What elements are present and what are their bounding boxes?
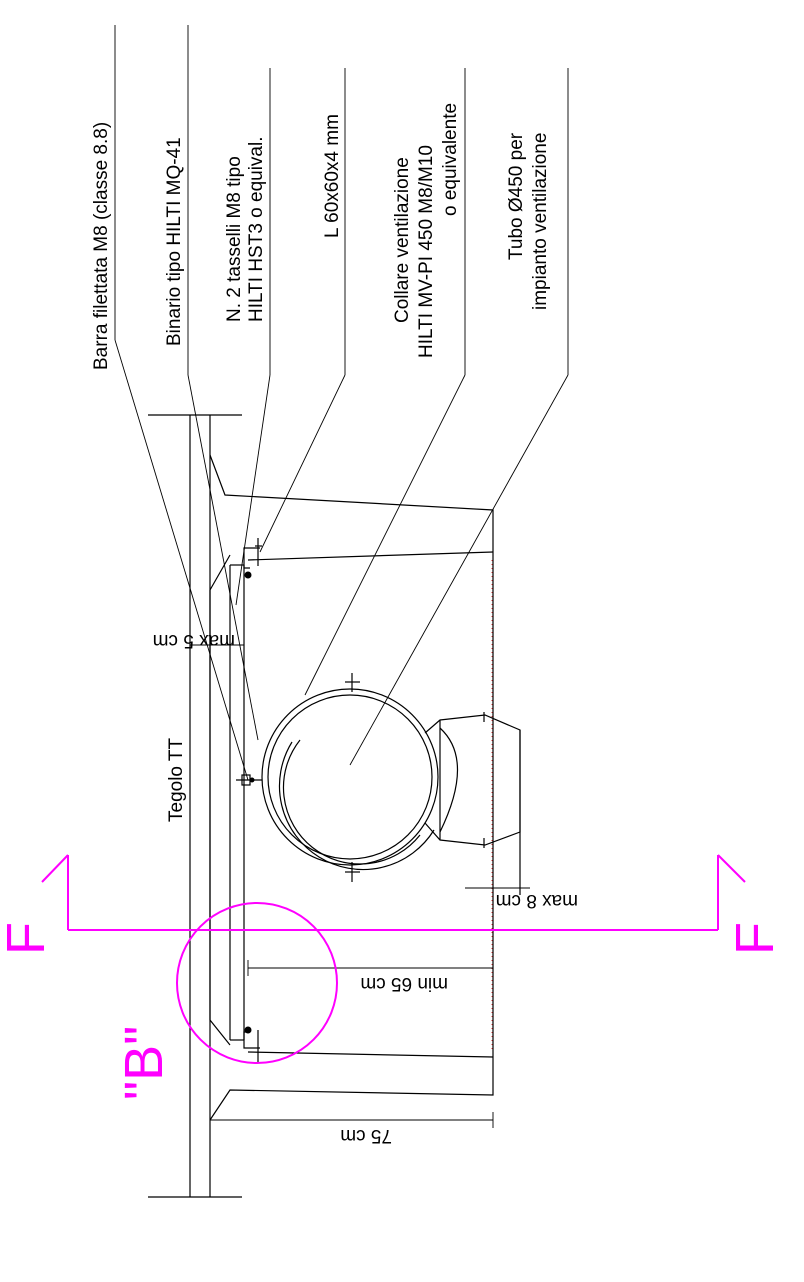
label-tegolo: Tegolo TT bbox=[166, 737, 187, 822]
label-barra: Barra filettata M8 (classe 8.8) bbox=[91, 122, 112, 370]
threaded-rod bbox=[236, 774, 262, 786]
label-collare-1: Collare ventilazione bbox=[392, 157, 413, 323]
dim-max5-text: max 5 cm bbox=[153, 630, 235, 651]
label-tasselli-1: N. 2 tasselli M8 tipo bbox=[224, 156, 245, 322]
dim-min65: min 65 cm bbox=[247, 960, 494, 994]
section-label-right: F bbox=[725, 922, 785, 955]
anchor-bolt-top bbox=[244, 571, 252, 579]
duct-pipe bbox=[261, 673, 439, 882]
duct-transition bbox=[424, 712, 521, 895]
label-ref-lines bbox=[114, 25, 569, 375]
label-tubo-2: impianto ventilazione bbox=[530, 133, 551, 310]
dim-75: 75 cm bbox=[209, 1112, 494, 1146]
label-angolare: L 60x60x4 mm bbox=[322, 114, 343, 238]
leader-lines bbox=[114, 339, 569, 781]
dim-75-text: 75 cm bbox=[340, 1125, 392, 1146]
label-collare-2: HILTI MV-PI 450 M8/M10 bbox=[416, 145, 437, 358]
dim-max8: max 8 cm bbox=[465, 887, 578, 911]
section-line-ff: F F bbox=[0, 854, 785, 955]
dim-max8-text: max 8 cm bbox=[496, 890, 578, 911]
label-collare-3: o equivalente bbox=[440, 103, 461, 216]
label-tubo-1: Tubo Ø450 per bbox=[506, 132, 527, 260]
dim-max5: max 5 cm bbox=[153, 630, 244, 651]
section-label-left: F bbox=[0, 922, 56, 955]
anchor-bolt-bottom bbox=[244, 1026, 252, 1034]
dim-min65-text: min 65 cm bbox=[360, 973, 448, 994]
angle-bracket-top bbox=[243, 538, 262, 579]
tegolo-slab bbox=[148, 414, 494, 1198]
detail-label-b: "B" bbox=[114, 1026, 174, 1100]
label-binario: Binario tipo HILTI MQ-41 bbox=[164, 137, 185, 346]
binario-channel bbox=[229, 564, 245, 1041]
label-tasselli-2: HILTI HST3 o equival. bbox=[246, 136, 267, 322]
detail-circle-b: "B" bbox=[114, 902, 338, 1100]
angle-bracket-bottom bbox=[243, 1026, 260, 1062]
